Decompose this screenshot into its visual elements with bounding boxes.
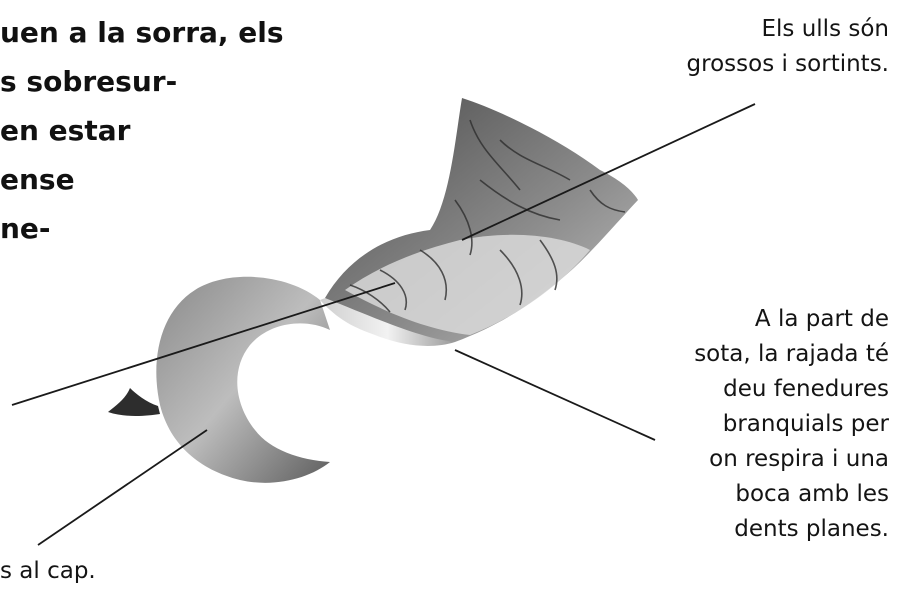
leader-line-underside [455, 350, 655, 440]
caption-line: branquials per [694, 407, 889, 442]
caption-underside: A la part de sota, la rajada té deu fene… [694, 302, 889, 547]
caption-line: deu fenedures [694, 372, 889, 407]
ray-lower-fin [156, 277, 330, 483]
caption-head: s al cap. [0, 554, 96, 589]
caption-line: A la part de [694, 302, 889, 337]
leader-line-head [38, 430, 207, 545]
caption-line: s al cap. [0, 554, 96, 589]
caption-line: Els ulls són [687, 12, 889, 47]
caption-line: grossos i sortints. [687, 47, 889, 82]
caption-eyes: Els ulls són grossos i sortints. [687, 12, 889, 82]
ray-tail [108, 388, 160, 416]
caption-line: sota, la rajada té [694, 337, 889, 372]
caption-line: boca amb les [694, 477, 889, 512]
caption-line: on respira i una [694, 442, 889, 477]
caption-line: dents planes. [694, 512, 889, 547]
